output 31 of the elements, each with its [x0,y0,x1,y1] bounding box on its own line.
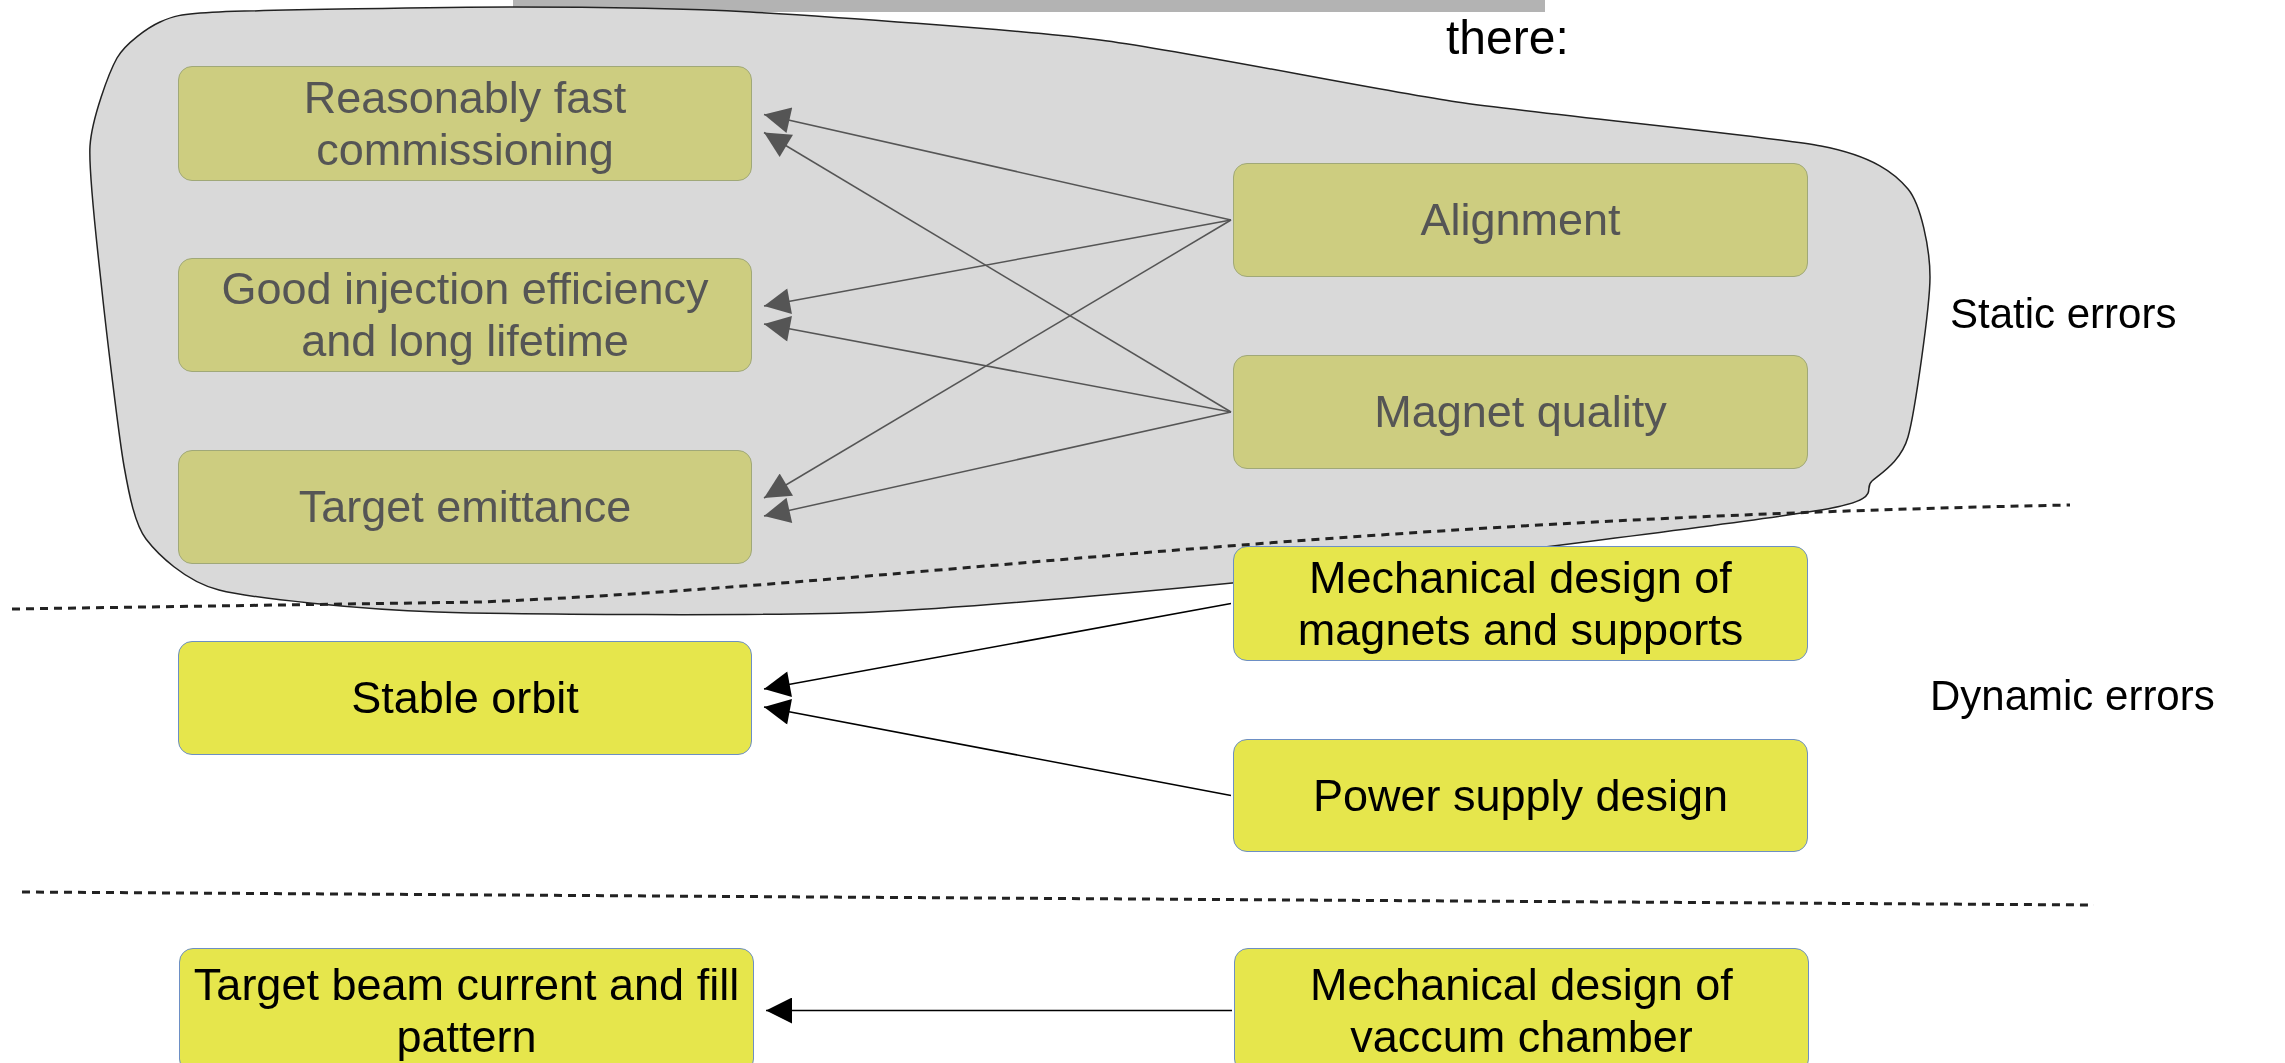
requirement-box [178,450,752,564]
arrow [763,131,1232,413]
requirement-box [178,66,752,181]
box-label: Reasonably fast commissioning [302,71,628,176]
box-label: Power supply design [1311,769,1730,822]
box-label: Mechanical design of magnets and supports [1296,551,1745,656]
requirement-box [1233,546,1808,661]
box-label: Good injection efficiency and long lifetime [220,263,710,367]
region-label: Static errors [1950,290,2177,338]
region-label: Dynamic errors [1930,672,2215,720]
requirement-box [1233,355,1808,469]
arrow [763,107,1232,221]
requirement-box [1234,948,1809,1063]
arrow [763,219,1232,315]
arrow [763,411,1232,524]
arrow [763,316,1232,413]
arrow [763,602,1232,698]
arrow [763,699,1232,797]
requirement-box [178,641,752,755]
box-label: Target beam current and fill pattern [192,958,741,1063]
box-label: Target emittance [297,481,633,533]
requirement-box [1233,163,1808,277]
arrow [765,997,1233,1024]
box-label: Mechanical design of vaccum chamber [1309,958,1734,1063]
box-label: Alignment [1419,194,1622,246]
requirement-box [1233,739,1808,852]
arrow [763,219,1232,499]
region-label: there: [1446,10,1569,65]
requirement-box [178,258,752,372]
box-label: Magnet quality [1373,386,1668,438]
box-label: Stable orbit [350,672,580,724]
